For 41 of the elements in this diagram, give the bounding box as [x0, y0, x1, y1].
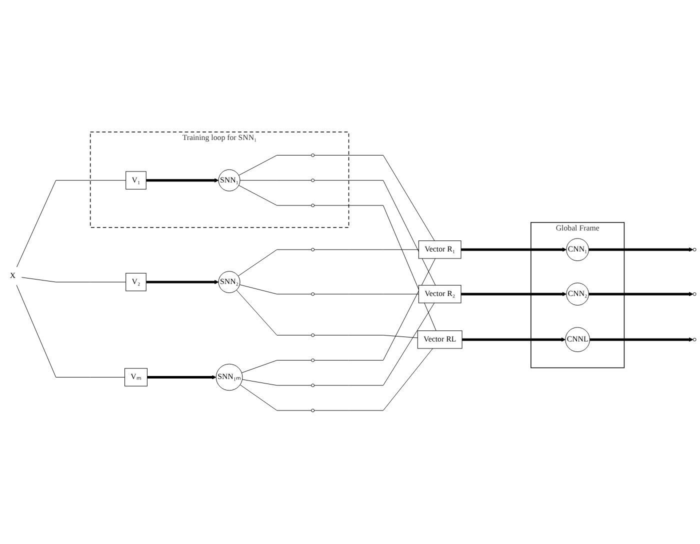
node-circle	[692, 248, 696, 252]
arrow	[146, 178, 219, 182]
connector	[16, 180, 126, 268]
arrow	[146, 280, 219, 284]
node-circle	[311, 333, 315, 337]
node-circle	[692, 292, 696, 296]
node-circle	[311, 248, 315, 252]
arrow	[147, 375, 216, 380]
node-circle	[311, 154, 315, 157]
connector	[314, 258, 436, 361]
connector	[241, 360, 312, 374]
connector	[314, 348, 434, 411]
node-circle	[311, 384, 315, 388]
arrow	[588, 247, 694, 252]
node-circle	[311, 358, 315, 362]
connector	[236, 290, 312, 336]
connector	[240, 384, 312, 411]
connector	[314, 302, 435, 386]
connector	[16, 284, 126, 378]
connector	[238, 155, 312, 176]
node-circle	[692, 338, 696, 342]
node-circle	[311, 292, 315, 296]
node-circle	[311, 178, 315, 182]
arrow	[588, 292, 694, 296]
arrow	[462, 337, 566, 342]
connector	[238, 185, 312, 206]
arrow	[461, 292, 567, 296]
connector	[238, 249, 312, 276]
connector	[314, 155, 435, 242]
node-circle	[311, 408, 315, 412]
node-circle	[311, 204, 315, 208]
connector	[240, 180, 312, 181]
arrow	[590, 337, 694, 342]
arrow	[461, 247, 567, 252]
connector	[239, 284, 312, 294]
connector	[242, 379, 312, 386]
connector	[314, 334, 418, 338]
connector	[314, 249, 419, 250]
connector	[314, 180, 436, 286]
connector	[314, 205, 436, 331]
connector	[21, 277, 126, 282]
